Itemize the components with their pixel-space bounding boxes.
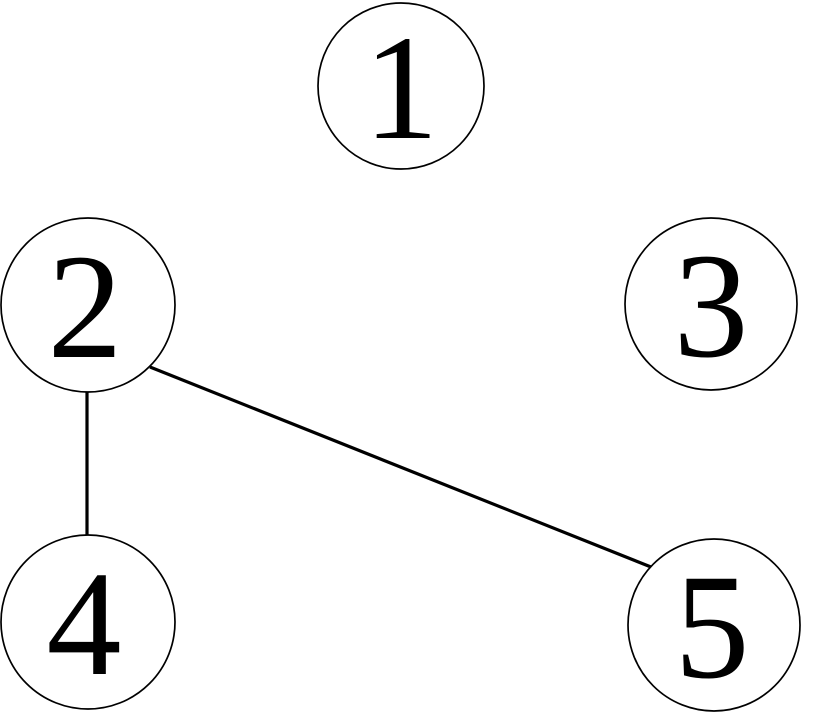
node-2-circle[interactable]	[0, 217, 176, 393]
node-2-label: 2	[48, 224, 123, 390]
node-1-label: 1	[364, 5, 439, 171]
node-5-label: 5	[675, 544, 750, 710]
node-4-label: 4	[47, 541, 122, 707]
node-1[interactable]: 1	[317, 2, 485, 171]
node-2[interactable]: 2	[0, 217, 176, 393]
node-4-circle[interactable]	[0, 534, 176, 710]
edge-2-5[interactable]	[149, 365, 652, 569]
node-4[interactable]: 4	[0, 534, 176, 710]
node-1-circle[interactable]	[317, 2, 485, 170]
edge-layer	[85, 365, 652, 569]
node-3[interactable]: 3	[624, 217, 798, 391]
node-layer: 1 2 3 4 5	[0, 2, 801, 712]
node-3-circle[interactable]	[624, 217, 798, 391]
node-3-label: 3	[674, 223, 749, 389]
node-5-circle[interactable]	[627, 538, 801, 712]
node-5[interactable]: 5	[627, 538, 801, 712]
